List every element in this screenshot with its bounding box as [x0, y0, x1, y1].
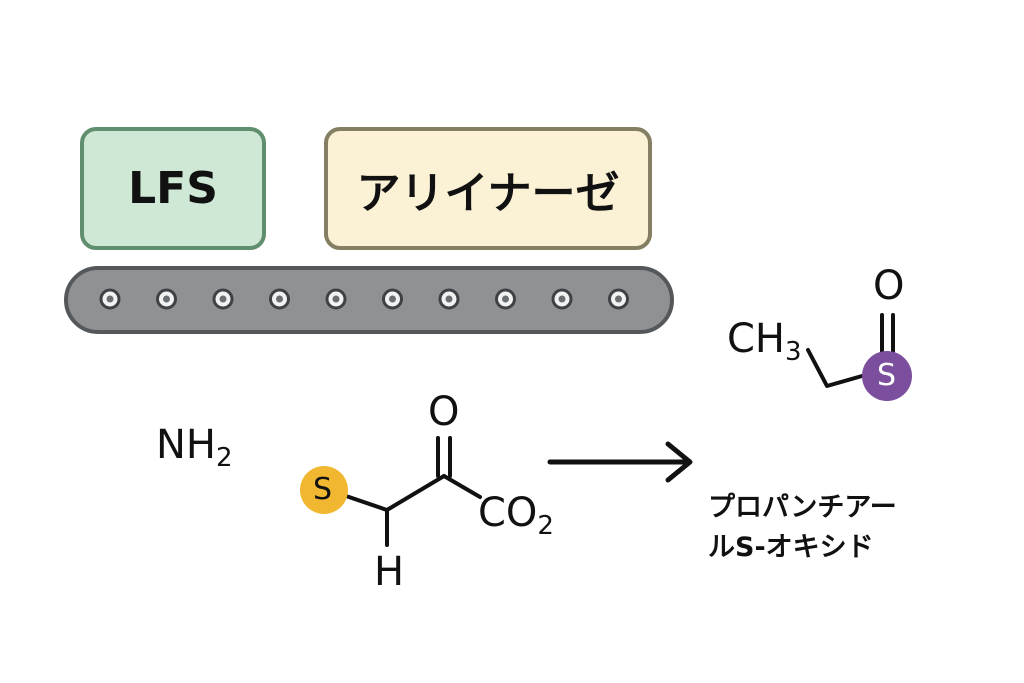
belt-rivet-center: [332, 295, 340, 303]
belt-rivet-center: [389, 295, 396, 303]
reaction-arrow-head: [665, 441, 693, 483]
product-sulfur-circle: [862, 351, 912, 401]
hydrogen-label: H: [374, 549, 405, 595]
methyl-label: CH3: [727, 316, 802, 367]
bond-ch3-s: [806, 348, 864, 388]
belt-rivet-center: [615, 295, 622, 303]
substrate-sulfur-label: S: [313, 472, 333, 507]
lfs-label: LFS: [128, 163, 218, 214]
bond-ch-co: [385, 474, 446, 512]
substrate-sulfur-circle: [300, 466, 348, 514]
lfs-enzyme-box: LFS: [80, 127, 266, 250]
belt-rivet-center: [502, 295, 509, 303]
bond-s-ch: [344, 494, 389, 512]
bond-co-co2: [442, 474, 482, 499]
belt-rivet-center: [276, 295, 283, 303]
belt-rivet-center: [106, 295, 114, 303]
belt-rivet-center: [163, 295, 170, 303]
product-sulfur-label: S: [877, 358, 897, 393]
alliinase-label: アリイナーゼ: [356, 167, 620, 219]
carboxylate-label: CO2: [478, 490, 554, 541]
alliinase-enzyme-box: アリイナーゼ: [324, 127, 652, 250]
belt-rivet-center: [445, 295, 453, 303]
oxide-oxygen-label: O: [873, 263, 905, 309]
product-name-line-1: プロパンチアー: [708, 492, 897, 523]
product-name-line-2: ルS-オキシド: [708, 532, 874, 563]
carbonyl-oxygen-label: O: [428, 389, 460, 435]
amino-group-label: NH2: [156, 422, 233, 473]
belt-rivet-center: [219, 295, 227, 303]
belt-rivet-center: [558, 295, 566, 303]
product-name: プロパンチアー ルS-オキシド: [708, 488, 958, 568]
